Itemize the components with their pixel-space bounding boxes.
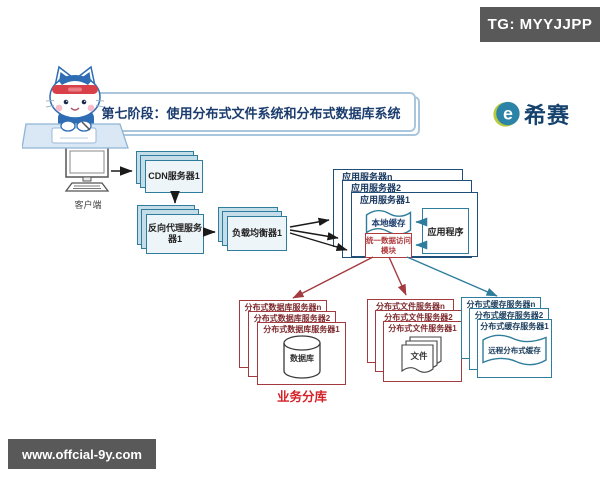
remote-cache-shape-icon [482, 334, 547, 366]
tg-badge: TG: MYYJJPP [480, 7, 600, 42]
svg-text:e: e [503, 104, 513, 124]
data-access-module-node: 统一数据访问模块 [365, 233, 412, 258]
stage-title: 第七阶段：使用分布式文件系统和分布式数据库系统 [101, 105, 401, 121]
cache-server-2-title: 分布式缓存服务器2 [474, 311, 544, 320]
cache-server-1-title: 分布式缓存服务器1 [480, 322, 549, 331]
file-icon-label: 文件 [410, 351, 428, 361]
xisai-e-logo-icon: e [493, 101, 520, 127]
brand-name: 希赛 [524, 103, 571, 128]
stage-title-banner: 第七阶段：使用分布式文件系统和分布式数据库系统 [86, 92, 416, 132]
file-server-1-title: 分布式文件服务器1 [388, 324, 457, 333]
cat-mascot-icon [22, 65, 129, 149]
file-server-2-title: 分布式文件服务器2 [384, 313, 453, 322]
local-cache-label: 本地缓存 [371, 217, 406, 228]
database-cylinder-icon [283, 335, 321, 379]
watermark-url: www.offcial-9y.com [8, 439, 156, 469]
database-icon-label: 数据库 [290, 354, 314, 363]
remote-cache-label: 远程分布式缓存 [488, 345, 541, 355]
app-server-n-title: 应用服务器n [342, 172, 393, 182]
db-sharding-caption: 业务分库 [276, 390, 327, 404]
db-server-n-title: 分布式数据库服务器n [244, 303, 322, 312]
app-server-1-title: 应用服务器1 [360, 195, 411, 205]
client-label: 客户端 [74, 200, 102, 210]
brand-logo: e 希赛 [492, 98, 570, 130]
documents-icon [401, 336, 442, 373]
file-server-n-title: 分布式文件服务器n [376, 302, 445, 311]
db-server-1-title: 分布式数据库服务器1 [263, 325, 340, 334]
load-balancer-node: 负载均衡器1 [227, 216, 287, 251]
cache-server-n-title: 分布式缓存服务器n [466, 300, 536, 309]
db-server-2-title: 分布式数据库服务器2 [253, 314, 331, 323]
cdn-server-node: CDN服务器1 [145, 160, 203, 193]
local-cache-shape-icon [365, 209, 412, 236]
app-server-2-title: 应用服务器2 [351, 183, 402, 193]
application-program-node: 应用程序 [422, 208, 469, 254]
desktop-computer-icon [64, 146, 110, 192]
reverse-proxy-node: 反向代理服务器1 [146, 214, 204, 254]
